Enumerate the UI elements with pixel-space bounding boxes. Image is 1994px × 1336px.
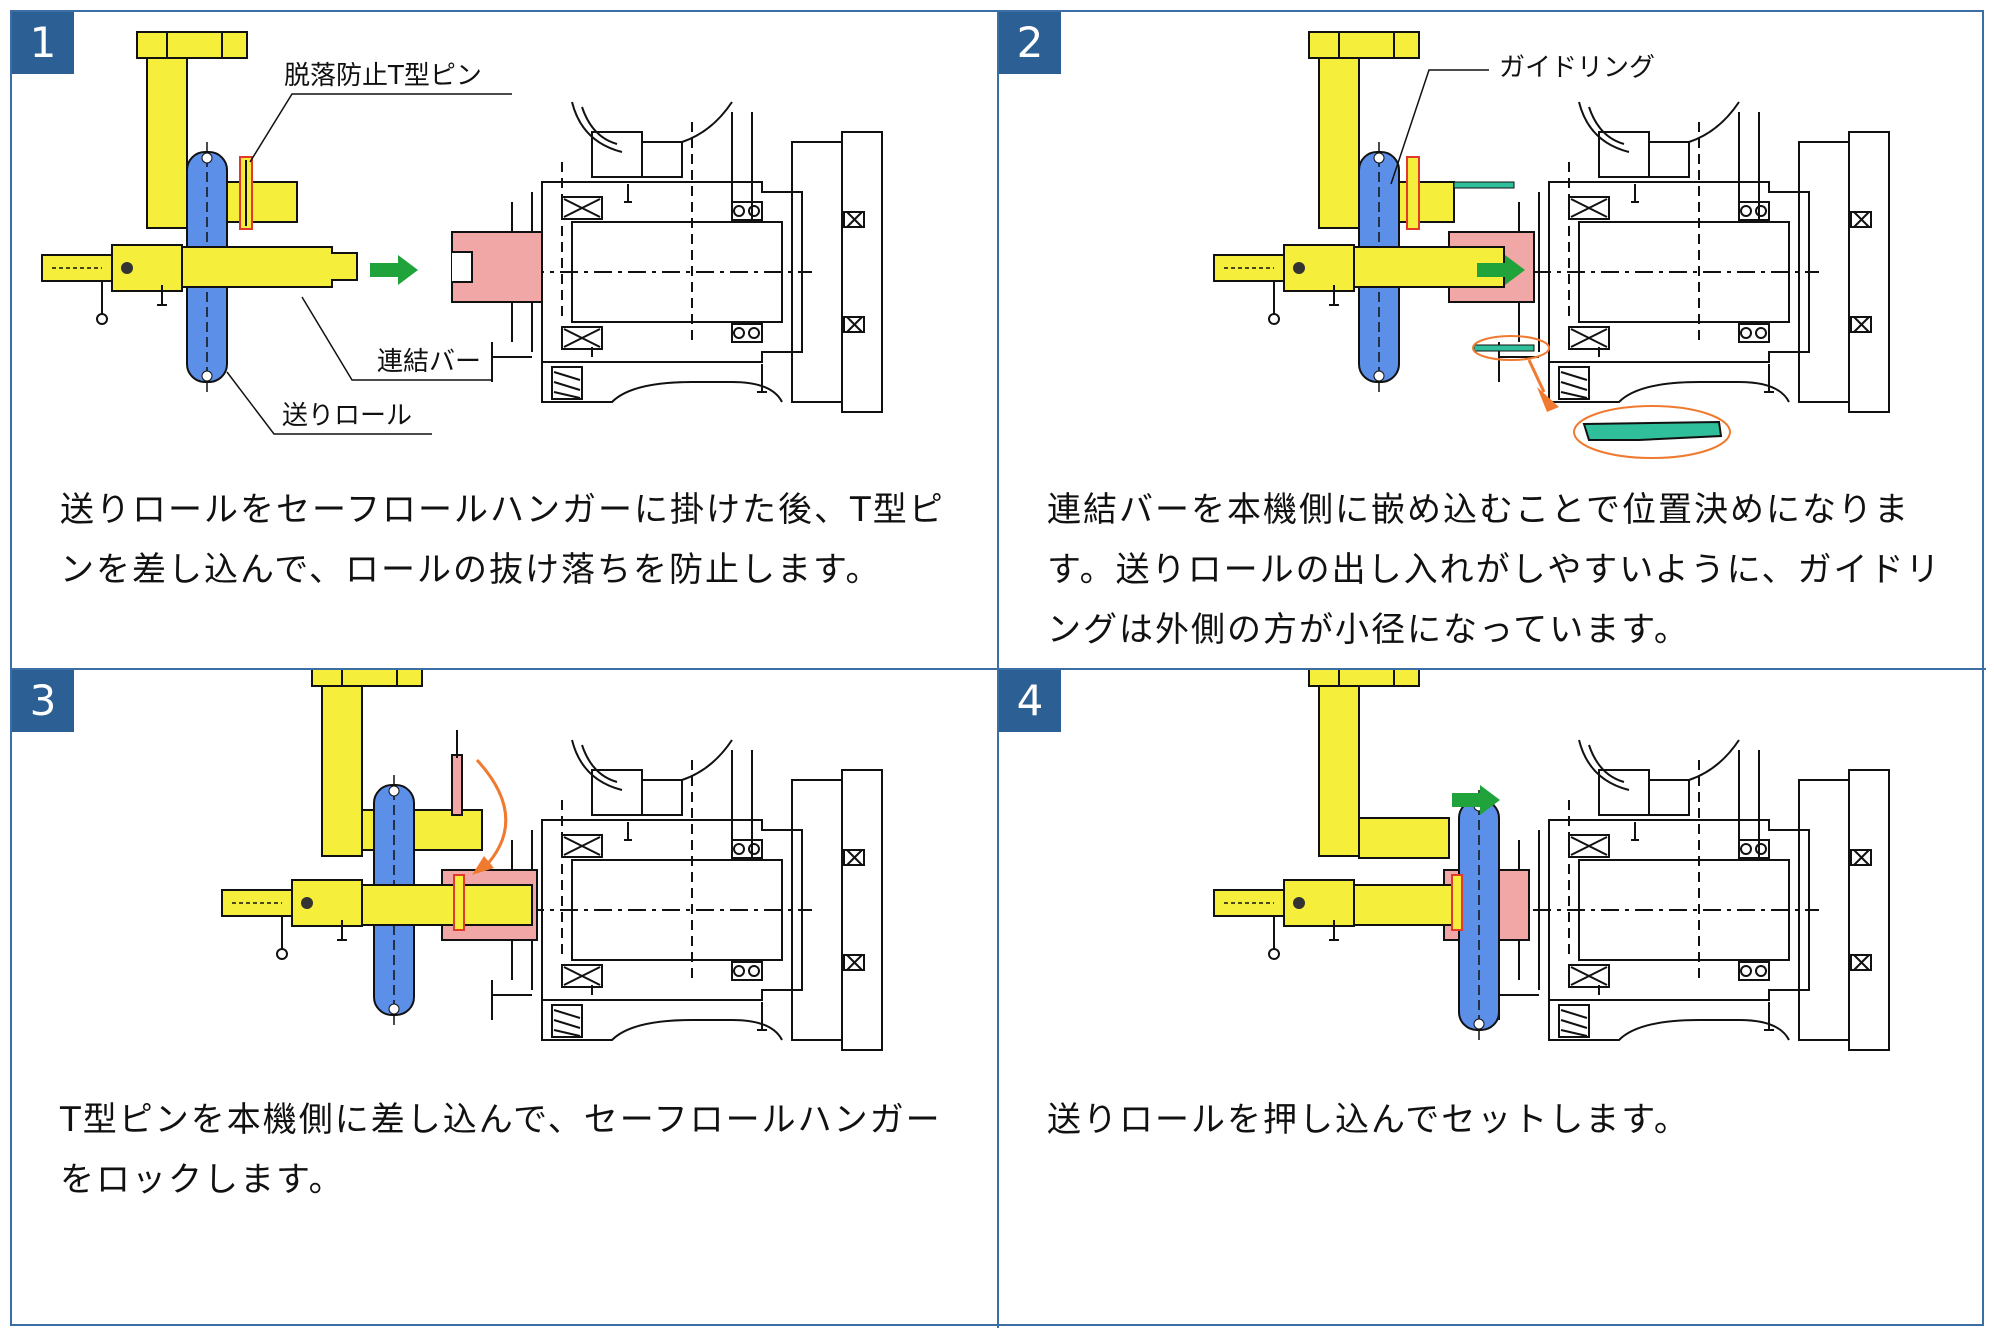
machine-body <box>491 101 883 413</box>
callout-t-pin: 脱落防止T型ピン <box>284 61 482 91</box>
t-pin <box>1451 874 1463 931</box>
callout-guide-ring: ガイドリング <box>1499 53 1655 83</box>
step-caption: 送りロールをセーフロールハンガーに掛けた後、T型ピンを差し込んで、ロールの抜け落… <box>60 490 945 590</box>
callout-feed-roll: 送りロール <box>282 401 412 431</box>
step-panel-4: 4 送りロールを押し込んでセットします。 <box>999 670 1986 1328</box>
step-caption: 送りロールを押し込んでセットします。 <box>1047 1100 1690 1140</box>
step-caption: T型ピンを本機側に差し込んで、セーフロールハンガーをロックします。 <box>60 1100 942 1200</box>
t-pin <box>1406 156 1420 230</box>
step-number-badge: 4 <box>999 670 1061 732</box>
connecting-bar <box>361 884 533 926</box>
guide-ring-zoom <box>1573 405 1731 459</box>
step-caption: 連結バーを本機側に嵌め込むことで位置決めになります。送りロールの出し入れがしやす… <box>1047 490 1942 650</box>
machine-body <box>1498 739 1890 1051</box>
callout-connecting-bar: 連結バー <box>377 347 481 377</box>
t-pin <box>451 754 463 816</box>
insert-arrow <box>475 758 508 872</box>
step-4-diagram <box>1213 670 1890 1051</box>
guide-ring <box>1453 181 1515 189</box>
step-number-badge: 2 <box>999 12 1061 74</box>
connecting-bar <box>181 246 358 288</box>
step-panel-2: 2 ガイドリング 連結バーを本機側に嵌め込むことで位置決めになります。送りロール… <box>999 12 1986 670</box>
machine-body <box>491 739 883 1051</box>
step-2-diagram: ガイドリング <box>1213 31 1890 459</box>
step-number-badge: 1 <box>12 12 74 74</box>
feed-roll <box>1458 789 1500 1041</box>
machine-body <box>1498 101 1890 413</box>
move-arrow <box>370 255 418 285</box>
step-1-diagram: 脱落防止T型ピン 連結バー 送りロール <box>41 31 883 435</box>
step-3-diagram <box>221 670 883 1051</box>
step-panel-1: 1 脱落防止T型ピン 連結バー 送りロール 送りロールをセーフロールハ <box>12 12 999 670</box>
steps-grid: 1 脱落防止T型ピン 連結バー 送りロール 送りロールをセーフロールハ <box>10 10 1986 1328</box>
step-panel-3: 3 T型ピンを本機側に差し込んで、セーフロールハンガーをロックします。 <box>12 670 999 1328</box>
step-number-badge: 3 <box>12 670 74 732</box>
connecting-bar <box>1353 246 1505 288</box>
